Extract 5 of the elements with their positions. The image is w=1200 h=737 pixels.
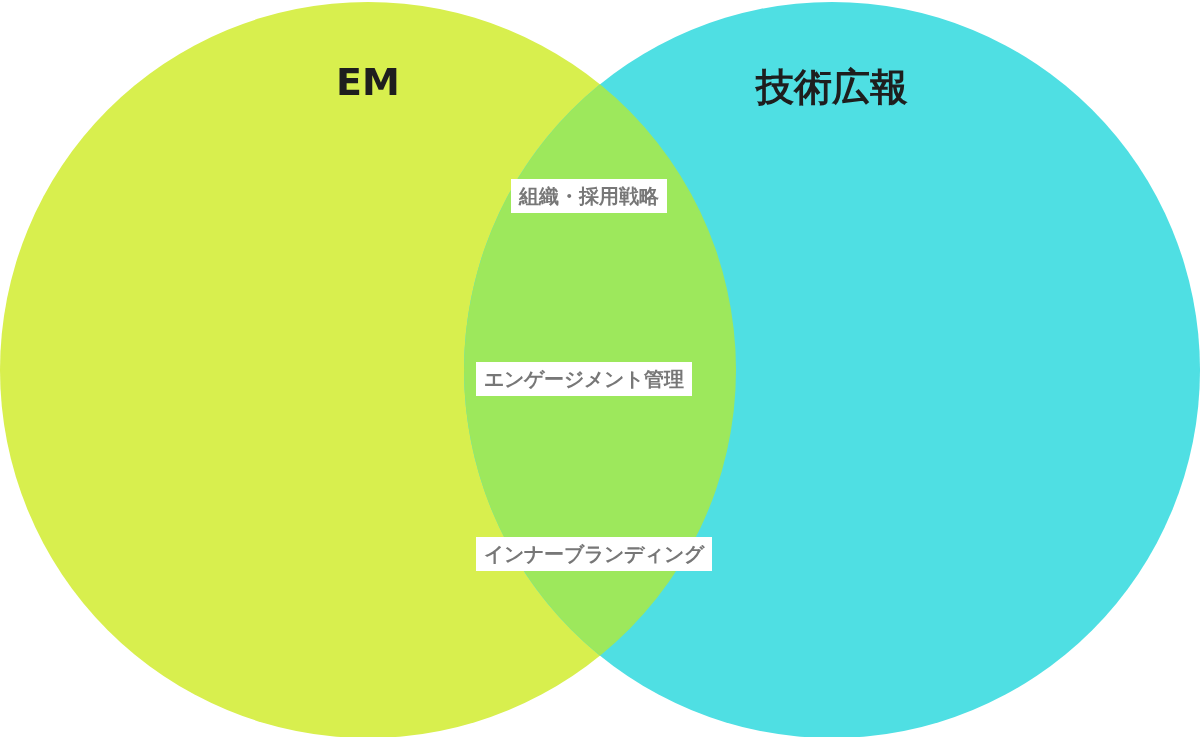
overlap-label: 組織・採用戦略 <box>511 179 667 213</box>
overlap-label: インナーブランディング <box>476 537 712 571</box>
circle-title: EM <box>168 60 568 104</box>
overlap-label: エンゲージメント管理 <box>476 362 692 396</box>
circle-title: 技術広報 <box>632 62 1032 113</box>
